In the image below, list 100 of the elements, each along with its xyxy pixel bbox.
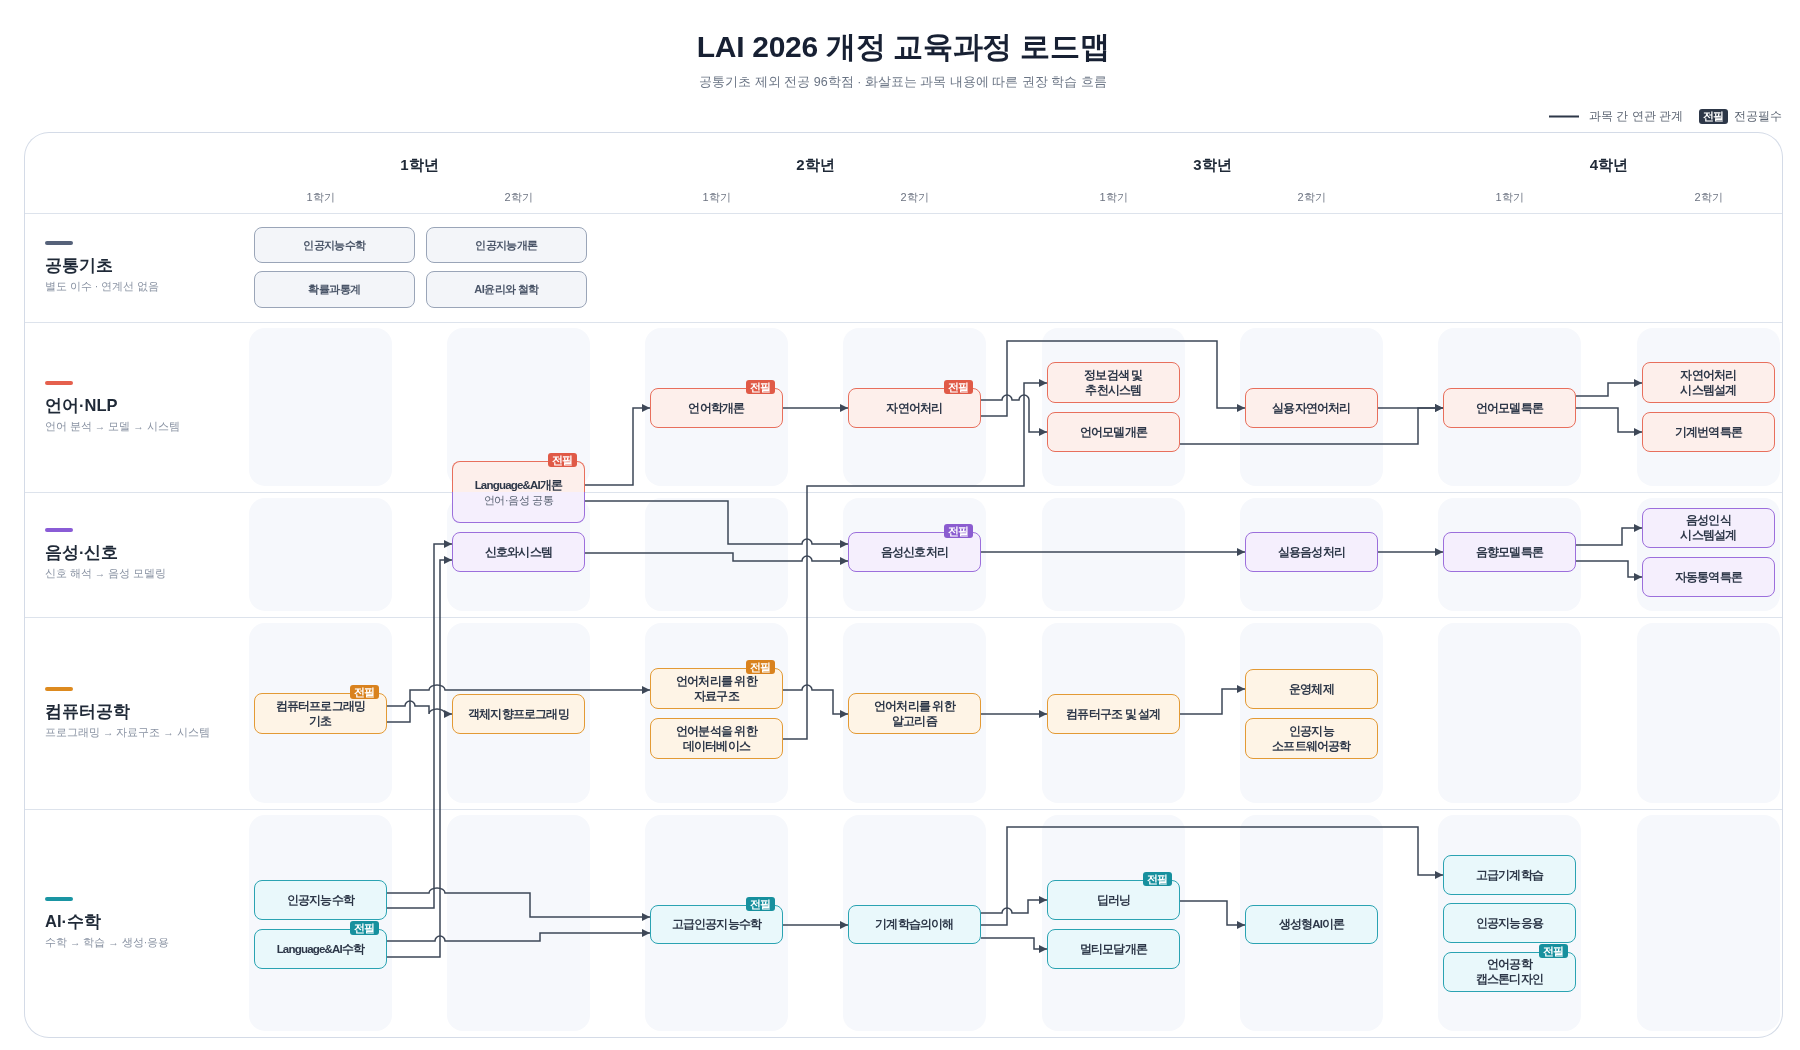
semester-heading: 2학기 bbox=[504, 190, 533, 204]
course-box bbox=[1443, 855, 1576, 895]
course-name: 인공지능응용 bbox=[1475, 915, 1544, 931]
course-name: 기계번역특론 bbox=[1674, 424, 1743, 440]
lane-subtitle: 프로그래밍 → 자료구조 → 시스템 bbox=[45, 724, 210, 740]
course-box bbox=[1047, 412, 1180, 452]
arrow bbox=[980, 937, 1048, 953]
required-tag: 전필 bbox=[1538, 944, 1568, 958]
required-tag: 전필 bbox=[745, 897, 775, 911]
course-name: 인공지능수학 bbox=[286, 892, 355, 908]
course-name: 음성신호처리 bbox=[880, 544, 949, 560]
course-name: 고급인공지능수학 bbox=[671, 917, 762, 932]
course-name: 언어학개론 bbox=[688, 400, 745, 416]
course-name: 기계학습의이해 bbox=[875, 917, 954, 932]
course-name: 언어공학 캡스톤디자인 bbox=[1474, 957, 1545, 987]
lane-title: AI·수학 bbox=[45, 910, 101, 932]
arrow bbox=[386, 684, 651, 723]
course-box bbox=[1443, 903, 1576, 943]
course-box bbox=[452, 532, 585, 572]
course-box bbox=[1245, 388, 1378, 428]
arrow bbox=[980, 710, 1048, 718]
course-name: 신호와시스템 bbox=[484, 544, 553, 560]
legend-label: 전공필수 bbox=[1734, 109, 1782, 124]
semester-heading: 2학기 bbox=[900, 190, 929, 204]
arrow bbox=[782, 921, 849, 929]
lane-title: 음성·신호 bbox=[45, 542, 119, 563]
year-heading: 4학년 bbox=[1589, 156, 1629, 174]
course-box bbox=[1443, 532, 1576, 572]
course-name: Language&AI수학 bbox=[276, 941, 365, 957]
course-name: 음성인식 시스템설계 bbox=[1679, 513, 1738, 543]
page-subtitle: 공통기초 제외 전공 96학점 · 화살표는 과목 내용에 따른 권장 학습 흐름 bbox=[699, 74, 1107, 90]
course-name: 자동통역특론 bbox=[1674, 569, 1743, 585]
arrow bbox=[386, 700, 453, 718]
arrow bbox=[782, 684, 849, 718]
arrow bbox=[782, 404, 849, 412]
course-box bbox=[254, 271, 415, 308]
legend-label: 과목 간 연관 관계 bbox=[1589, 109, 1683, 124]
required-tag: 전필 bbox=[745, 380, 775, 394]
course-box bbox=[1047, 362, 1180, 403]
course-box bbox=[1047, 694, 1180, 734]
lane-subtitle: 신호 해석 → 음성 모델링 bbox=[45, 566, 167, 581]
course-box bbox=[254, 227, 415, 263]
course-box bbox=[1245, 905, 1378, 944]
arrow bbox=[1575, 407, 1643, 436]
course-box bbox=[848, 693, 981, 734]
year-heading: 2학년 bbox=[796, 156, 835, 174]
arrow bbox=[782, 379, 1048, 740]
required-tag: 전필 bbox=[1142, 872, 1172, 886]
course-name: 컴퓨터프로그래밍 기초 bbox=[274, 698, 367, 729]
course-box bbox=[1642, 508, 1775, 548]
year-heading: 3학년 bbox=[1193, 156, 1232, 174]
arrow bbox=[1575, 379, 1643, 397]
course-name: 언어처리를 위한 자료구조 bbox=[675, 673, 759, 704]
course-box bbox=[426, 227, 587, 263]
required-tag: 전필 bbox=[943, 524, 973, 538]
course-name: 실용자연어처리 bbox=[1272, 400, 1351, 416]
course-box bbox=[1642, 412, 1775, 452]
course-box bbox=[254, 880, 387, 920]
arrow bbox=[980, 548, 1246, 556]
course-name: 언어모델개론 bbox=[1079, 424, 1148, 440]
course-name: 객체지향프로그래밍 bbox=[468, 706, 569, 722]
course-box bbox=[1642, 557, 1775, 597]
arrow bbox=[584, 500, 849, 548]
course-box bbox=[1047, 929, 1180, 969]
arrow bbox=[386, 929, 651, 942]
required-tag: 전필 bbox=[349, 685, 379, 699]
arrow bbox=[386, 556, 453, 958]
arrow bbox=[1179, 685, 1246, 715]
page-title: LAI 2026 개정 교육과정 로드맵 bbox=[696, 29, 1110, 65]
course-name: 확률과통계 bbox=[308, 282, 361, 297]
arrow bbox=[584, 404, 651, 486]
course-box bbox=[1245, 532, 1378, 572]
lane-subtitle: 수학 → 학습 → 생성·응용 bbox=[45, 934, 170, 950]
arrow bbox=[1179, 404, 1444, 445]
course-note: 언어·음성 공통 bbox=[483, 493, 554, 507]
course-box bbox=[1642, 362, 1775, 403]
course-box bbox=[650, 718, 783, 759]
arrow bbox=[980, 340, 1246, 417]
arrow bbox=[980, 826, 1444, 926]
semester-heading: 1학기 bbox=[702, 190, 731, 204]
semester-heading: 1학기 bbox=[306, 190, 335, 204]
year-heading: 1학년 bbox=[400, 156, 439, 174]
lane-title: 언어·NLP bbox=[45, 394, 118, 416]
arrow bbox=[980, 896, 1048, 914]
semester-heading: 2학기 bbox=[1694, 190, 1723, 204]
arrow bbox=[1377, 548, 1444, 556]
course-name: 운영체제 bbox=[1289, 681, 1334, 697]
course-name: 인공지능개론 bbox=[475, 237, 538, 253]
course-name: 생성형AI이론 bbox=[1278, 917, 1345, 932]
course-name: 언어분석을 위한 데이터베이스 bbox=[675, 723, 759, 754]
course-name: 멀티모달개론 bbox=[1079, 941, 1148, 957]
course-name: 음향모델특론 bbox=[1475, 544, 1544, 560]
arrow bbox=[1179, 900, 1246, 929]
lane-title: 공통기초 bbox=[45, 255, 113, 276]
course-name: 언어처리를 위한 알고리즘 bbox=[873, 698, 957, 729]
required-tag-swatch: 전필 bbox=[1698, 108, 1728, 124]
course-box bbox=[426, 271, 587, 308]
arrow bbox=[1575, 524, 1643, 546]
arrow bbox=[980, 394, 1048, 436]
semester-heading: 1학기 bbox=[1495, 190, 1524, 204]
